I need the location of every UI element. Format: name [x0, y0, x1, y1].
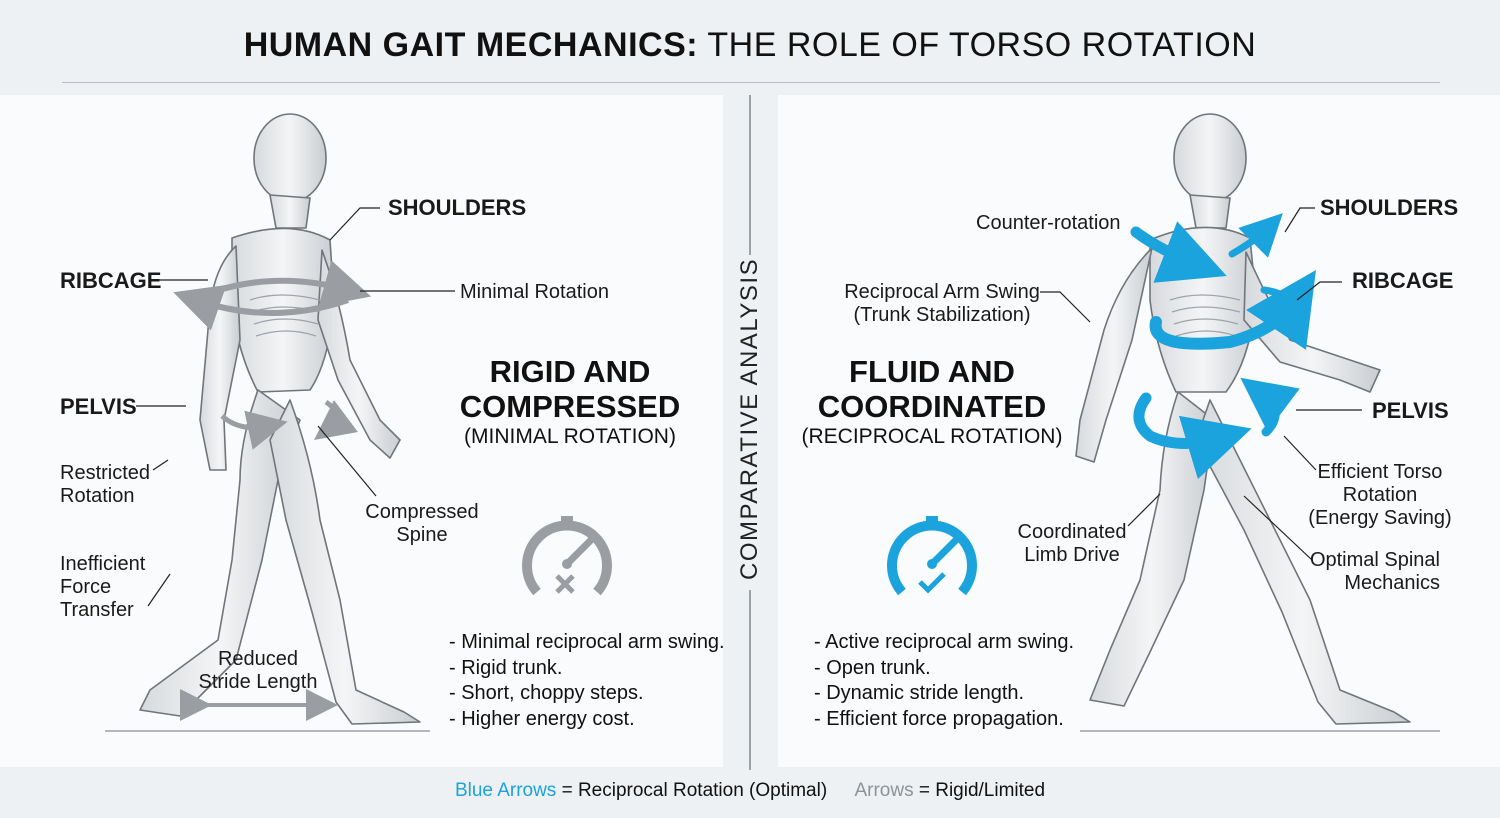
center-divider-bottom — [749, 590, 751, 770]
left-leader-lines — [136, 207, 455, 607]
right-bullet: - Active reciprocal arm swing. — [814, 631, 1075, 653]
right-leader-lines — [1040, 207, 1362, 561]
left-subheading: (MINIMAL ROTATION) — [464, 425, 676, 448]
right-bullet: - Efficient force propagation. — [814, 707, 1064, 730]
left-label-restricted-rotation: Restricted Rotation — [60, 462, 151, 507]
legend: Blue Arrows = Reciprocal Rotation (Optim… — [0, 780, 1500, 802]
left-bullet: - Minimal reciprocal arm swing. — [449, 631, 725, 653]
legend-blue-label: Blue Arrows — [454, 780, 557, 801]
left-bullet: - Higher energy cost. — [449, 707, 635, 730]
left-heading: RIGID AND COMPRESSED — [440, 354, 700, 424]
right-label-counter-rotation: Counter-rotation — [976, 212, 1121, 234]
left-panel — [0, 95, 723, 767]
right-label-optimal-spinal: Optimal Spinal Mechanics — [1309, 549, 1440, 594]
pelvis-arrow-blue-lower — [1133, 392, 1252, 480]
right-heading-line2: COORDINATED — [817, 389, 1047, 424]
pelvis-arrow-grey-right — [314, 399, 359, 441]
page-title: HUMAN GAIT MECHANICS: THE ROLE OF TORSO … — [0, 26, 1500, 65]
speedometer-check-icon — [887, 516, 977, 596]
left-label-shoulders: SHOULDERS — [388, 195, 527, 220]
left-label-inefficient-force: Inefficient Force Transfer — [60, 553, 146, 621]
left-label-pelvis: PELVIS — [60, 394, 137, 419]
legend-blue-text: = Reciprocal Rotation (Optimal) — [556, 780, 828, 801]
left-label-minimal-rotation: Minimal Rotation — [460, 281, 609, 303]
left-label-ribcage: RIBCAGE — [60, 268, 162, 293]
ribcage-arrow-blue — [1149, 270, 1316, 350]
right-heading-line1: FLUID AND — [849, 354, 1015, 389]
center-divider-top — [749, 95, 751, 255]
right-bullet: - Open trunk. — [814, 656, 931, 679]
title-rest: THE ROLE OF TORSO ROTATION — [707, 26, 1257, 64]
right-ribcage-lines — [1169, 294, 1241, 337]
left-heading-line2: COMPRESSED — [459, 389, 681, 424]
left-label-compressed-spine: Compressed Spine — [365, 501, 479, 546]
right-blue-arrows — [1130, 213, 1316, 480]
left-bullet: - Rigid trunk. — [449, 656, 563, 679]
left-bullet-list: - Minimal reciprocal arm swing. - Rigid … — [449, 630, 725, 732]
right-label-shoulders: SHOULDERS — [1320, 195, 1459, 220]
right-label-efficient-torso: Efficient Torso Rotation (Energy Saving) — [1308, 461, 1452, 529]
counter-rotation-arrow-blue — [1130, 221, 1227, 283]
right-label-coordinated-limb: Coordinated Limb Drive — [1017, 521, 1127, 566]
speedometer-x-icon — [522, 516, 612, 596]
left-heading-line1: RIGID AND — [489, 354, 651, 389]
legend-grey-text: = Rigid/Limited — [913, 780, 1046, 801]
right-bullet-list: - Active reciprocal arm swing. - Open tr… — [814, 630, 1074, 732]
shoulder-arrow-blue — [1228, 213, 1283, 258]
pelvis-arrow-grey-left — [220, 410, 288, 450]
title-bold: HUMAN GAIT MECHANICS: — [243, 26, 699, 64]
legend-grey-label: Arrows — [854, 780, 914, 801]
left-walking-figure — [139, 113, 421, 725]
pelvis-arrow-blue-upper — [1240, 377, 1300, 437]
ribcage-arrow-blue-tail — [1260, 286, 1294, 304]
left-label-reduced-stride: Reduced Stride Length — [198, 648, 318, 693]
left-bullet: - Short, choppy steps. — [449, 682, 644, 704]
right-subheading: (RECIPROCAL ROTATION) — [801, 425, 1063, 448]
right-label-ribcage: RIBCAGE — [1352, 268, 1454, 293]
right-label-arm-swing: Reciprocal Arm Swing (Trunk Stabilizatio… — [844, 281, 1040, 326]
right-heading: FLUID AND COORDINATED — [802, 354, 1062, 424]
right-bullet: - Dynamic stride length. — [814, 682, 1025, 704]
right-label-pelvis: PELVIS — [1372, 398, 1449, 423]
title-divider — [62, 82, 1440, 83]
ribcage-counter-arrow-grey — [173, 285, 349, 331]
